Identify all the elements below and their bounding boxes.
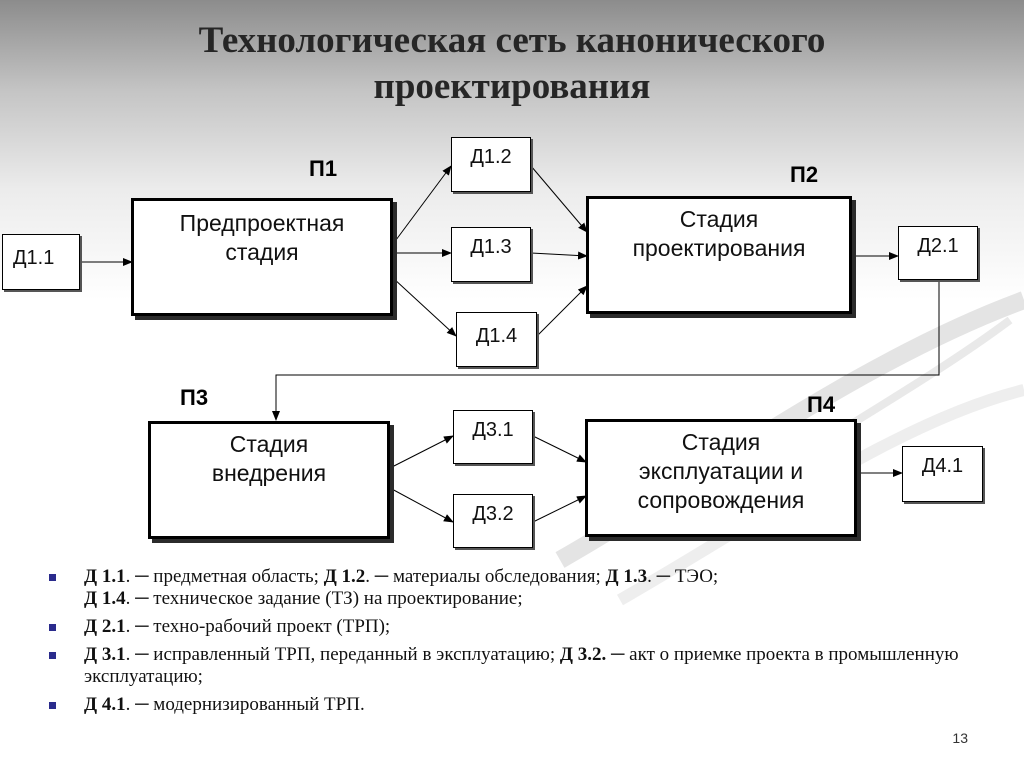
process-box-p3: Стадия внедрения	[148, 421, 390, 539]
legend-key: Д 1.2	[323, 566, 366, 587]
arrow-p1-d12	[392, 165, 452, 245]
process-p1-line-2: стадия	[225, 239, 299, 265]
arrow-d12-p2	[530, 165, 588, 233]
arrow-d21-p3	[272, 280, 940, 421]
legend-text: . ─ материалы обследования;	[365, 566, 606, 587]
legend-text: . ─ исправленный ТРП, переданный в экспл…	[125, 644, 560, 665]
legend-list: Д 1.1. ─ предметная область; Д 1.2. ─ ма…	[44, 566, 984, 722]
doc-box-d31: Д3.1	[453, 410, 533, 464]
process-label-p4: П4	[807, 392, 836, 417]
doc-box-d13: Д1.3	[451, 227, 531, 282]
process-label-p3: П3	[180, 385, 209, 410]
title-line-1: Технологическая сеть канонического	[198, 20, 826, 61]
arrow-p3-d31	[389, 435, 454, 469]
legend-key: Д 3.2.	[559, 644, 607, 665]
process-box-p1: Предпроектная стадия	[131, 198, 393, 316]
legend-item: Д 4.1. ─ модернизированный ТРП.	[44, 694, 984, 716]
process-p4-line-3: сопровождения	[637, 487, 805, 513]
arrow-p3-d32	[389, 487, 454, 523]
legend-text: . ─ техно-рабочий проект (ТРП);	[125, 616, 391, 637]
process-p1-line-1: Предпроектная	[179, 210, 345, 236]
doc-box-d12: Д1.2	[451, 137, 531, 192]
process-p4-line-2: эксплуатации и	[638, 458, 804, 484]
bullet-icon	[49, 702, 56, 709]
arrow-d14-p2	[536, 285, 588, 337]
legend-text: . ─ техническое задание (ТЗ) на проектир…	[125, 588, 523, 609]
legend-text: . ─ модернизированный ТРП.	[125, 694, 365, 715]
page-number: 13	[952, 730, 968, 746]
process-box-p2: Стадия проектирования	[586, 196, 852, 314]
legend-item: Д 2.1. ─ техно-рабочий проект (ТРП);	[44, 616, 984, 638]
legend-text: . ─ предметная область;	[125, 566, 324, 587]
process-box-p4: Стадия эксплуатации и сопровождения	[585, 419, 857, 537]
slide-title: Технологическая сеть канонического проек…	[0, 18, 1024, 110]
arrow-p1-d14	[392, 277, 457, 337]
doc-box-d14: Д1.4	[456, 312, 537, 367]
legend-item: Д 3.1. ─ исправленный ТРП, переданный в …	[44, 644, 984, 688]
legend-key: Д 1.1	[84, 566, 126, 587]
legend-key: Д 1.3	[605, 566, 648, 587]
process-p3-line-2: внедрения	[211, 460, 327, 486]
process-p4-line-1: Стадия	[681, 429, 761, 455]
doc-box-d21: Д2.1	[898, 226, 978, 280]
title-line-2: проектирования	[373, 66, 651, 107]
doc-box-d11: Д1.1	[2, 234, 80, 290]
arrow-d13-p2	[530, 251, 588, 260]
legend-key: Д 3.1	[84, 644, 126, 665]
process-label-p2: П2	[790, 162, 819, 187]
legend-text: . ─ ТЭО;	[647, 566, 719, 587]
legend-key: Д 2.1	[84, 616, 126, 637]
bullet-icon	[49, 652, 56, 659]
legend-text: ─ акт о приемке проекта в промышленную э…	[84, 644, 959, 687]
process-p2-line-2: проектирования	[632, 235, 806, 261]
legend-item: Д 1.1. ─ предметная область; Д 1.2. ─ ма…	[44, 566, 984, 610]
arrow-d31-p4	[532, 435, 587, 463]
doc-box-d41: Д4.1	[902, 446, 983, 502]
doc-box-d32: Д3.2	[453, 494, 533, 548]
process-p3-line-1: Стадия	[229, 431, 309, 457]
bullet-icon	[49, 574, 56, 581]
process-p2-line-1: Стадия	[679, 206, 759, 232]
legend-key: Д 4.1	[84, 694, 126, 715]
process-label-p1: П1	[309, 156, 338, 181]
legend-key: Д 1.4	[84, 588, 126, 609]
bullet-icon	[49, 624, 56, 631]
arrow-d32-p4	[532, 495, 587, 523]
